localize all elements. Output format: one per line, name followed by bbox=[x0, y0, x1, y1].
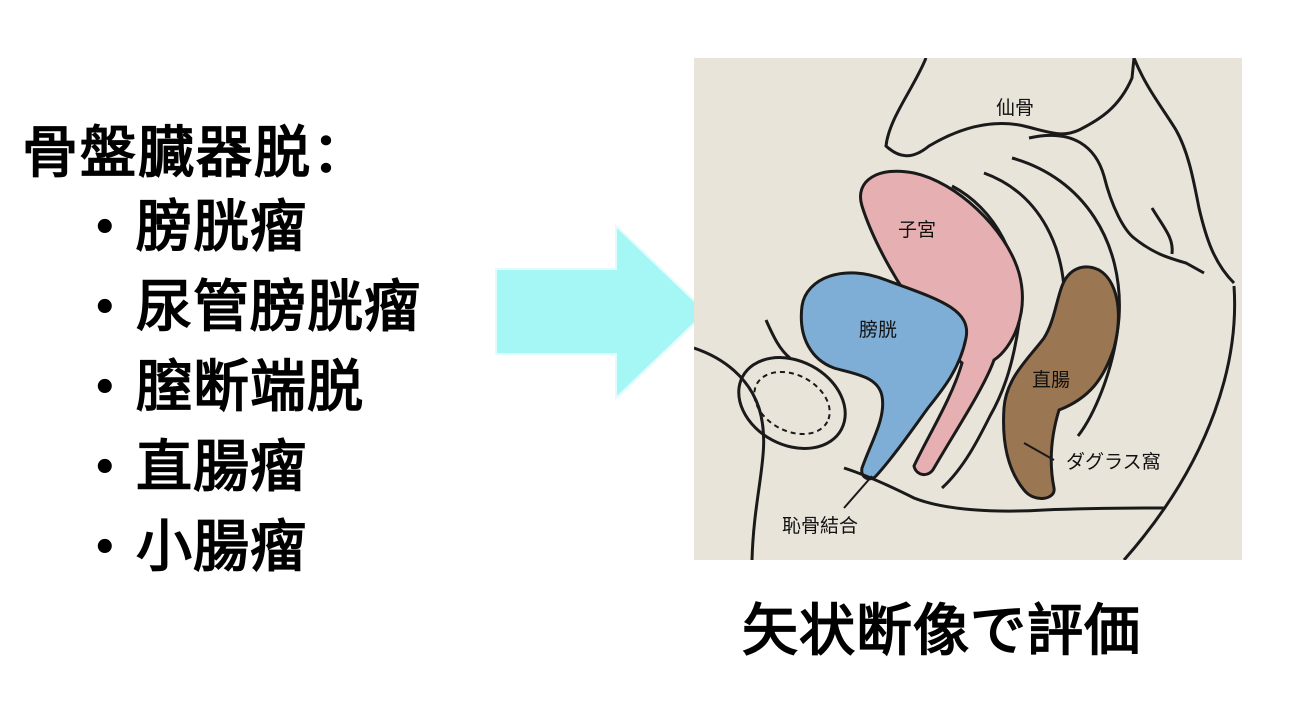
sacrum-outline bbox=[884, 58, 1136, 158]
list-item-label: 尿管膀胱瘤 bbox=[136, 275, 421, 340]
pubic-symphysis-label: 恥骨結合 bbox=[782, 515, 858, 537]
bullet-icon: • bbox=[92, 365, 119, 411]
bullet-icon: • bbox=[92, 445, 119, 491]
douglas-pouch-label: ダグラス窩 bbox=[1066, 451, 1161, 473]
bullet-icon: • bbox=[92, 525, 119, 571]
pelvic-wall-line bbox=[940, 184, 1022, 490]
list-item: • 膣断端脱 bbox=[92, 348, 421, 428]
bladder-label: 膀胱 bbox=[859, 319, 897, 341]
bullet-icon: • bbox=[92, 205, 119, 251]
body-contour bbox=[1122, 285, 1237, 560]
bullet-icon: • bbox=[92, 285, 119, 331]
sacrum-label: 仙骨 bbox=[996, 97, 1034, 119]
body-contour bbox=[843, 466, 1165, 513]
pubic-bone-shape bbox=[737, 356, 847, 450]
list-item-label: 膀胱瘤 bbox=[136, 195, 307, 260]
list-item: • 膀胱瘤 bbox=[92, 188, 421, 268]
list-item: • 尿管膀胱瘤 bbox=[92, 268, 421, 348]
sacrum-outline bbox=[1150, 207, 1174, 255]
body-contour bbox=[694, 346, 766, 560]
caption: 矢状断像で評価 bbox=[742, 599, 1141, 664]
list-item-label: 膣断端脱 bbox=[136, 355, 364, 420]
prolapse-type-list: • 膀胱瘤 • 尿管膀胱瘤 • 膣断端脱 • 直腸瘤 • 小腸瘤 bbox=[92, 188, 421, 588]
list-item: • 小腸瘤 bbox=[92, 508, 421, 588]
list-item-label: 直腸瘤 bbox=[136, 435, 307, 500]
bladder-shape bbox=[799, 271, 969, 481]
pubic-line bbox=[764, 319, 791, 360]
rectum-shape bbox=[1002, 265, 1120, 500]
slide-title: 骨盤臓器脱： bbox=[22, 121, 370, 186]
sacrum-outline bbox=[1028, 133, 1205, 275]
rectum-label: 直腸 bbox=[1032, 369, 1070, 391]
right-arrow-icon bbox=[495, 224, 708, 401]
sacrum-outline bbox=[1132, 58, 1236, 285]
pelvic-wall-line bbox=[1011, 156, 1121, 437]
douglas-leader-line bbox=[1023, 442, 1055, 461]
list-item-label: 小腸瘤 bbox=[136, 515, 307, 580]
uterus-label: 子宮 bbox=[898, 219, 936, 241]
pubic-leader-line bbox=[843, 475, 873, 509]
pubic-bone-inner bbox=[753, 370, 831, 436]
pelvis-sagittal-diagram: 仙骨 子宮 膀胱 直腸 ダグラス窩 恥骨結合 bbox=[694, 58, 1242, 560]
list-item: • 直腸瘤 bbox=[92, 428, 421, 508]
